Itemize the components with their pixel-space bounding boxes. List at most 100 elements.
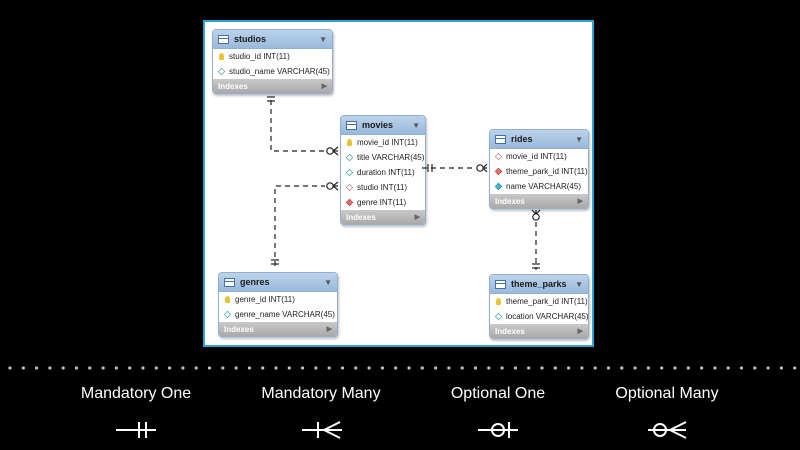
column-row[interactable]: duration INT(11) (341, 165, 425, 180)
separator-dot (407, 366, 411, 370)
table-icon (224, 277, 235, 287)
table-header[interactable]: genres ▼ (219, 273, 337, 292)
separator-dot (327, 366, 331, 370)
not-null-filled-diamond-icon (494, 182, 503, 191)
separator-dot (88, 366, 92, 370)
table-header[interactable]: studios ▼ (213, 30, 332, 49)
separator-dot (354, 366, 358, 370)
legend-mandatory-many-label: Mandatory Many (261, 385, 381, 402)
column-row[interactable]: location VARCHAR(45) (490, 309, 588, 324)
separator-dot (261, 366, 265, 370)
column-diamond-icon (345, 153, 354, 162)
column-row[interactable]: genre INT(11) (341, 195, 425, 210)
legend-optional-many-label: Optional Many (615, 385, 719, 402)
optional-many-symbol-icon (648, 421, 687, 439)
expand-arrow-icon[interactable]: ▶ (414, 214, 420, 221)
collapse-arrow-icon[interactable]: ▼ (575, 134, 583, 144)
column-text: genre INT(11) (357, 198, 407, 207)
column-row[interactable]: movie_id INT(11) (341, 135, 425, 150)
separator-dot (247, 366, 251, 370)
separator-dot (753, 366, 757, 370)
expand-arrow-icon[interactable]: ▶ (321, 83, 327, 90)
expand-arrow-icon[interactable]: ▶ (577, 198, 583, 205)
dotted-separator (8, 366, 797, 370)
separator-dot (194, 366, 198, 370)
separator-dot (274, 366, 278, 370)
column-row[interactable]: name VARCHAR(45) (490, 179, 588, 194)
column-row[interactable]: studio INT(11) (341, 180, 425, 195)
collapse-arrow-icon[interactable]: ▼ (319, 34, 327, 44)
primary-key-icon (225, 296, 230, 303)
separator-dot (726, 366, 730, 370)
indexes-bar[interactable]: Indexes▶ (490, 324, 588, 338)
column-text: title VARCHAR(45) (357, 153, 425, 162)
table-name: rides (511, 134, 533, 144)
separator-dot (141, 366, 145, 370)
indexes-bar[interactable]: Indexes▶ (219, 322, 337, 336)
expand-arrow-icon[interactable]: ▶ (326, 326, 332, 333)
table-name: movies (362, 120, 394, 130)
separator-dot (367, 366, 371, 370)
collapse-arrow-icon[interactable]: ▼ (324, 277, 332, 287)
indexes-label: Indexes (495, 196, 525, 206)
table-theme-parks[interactable]: theme_parks ▼ theme_park_id INT(11) loca… (489, 274, 589, 339)
separator-dot (447, 366, 451, 370)
foreign-key-diamond-icon (345, 183, 354, 192)
column-row[interactable]: studio_id INT(11) (213, 49, 332, 64)
table-movies[interactable]: movies ▼ movie_id INT(11) title VARCHAR(… (340, 115, 426, 225)
separator-dot (207, 366, 212, 370)
separator-dot (633, 366, 637, 370)
separator-dot (380, 366, 384, 370)
collapse-arrow-icon[interactable]: ▼ (575, 279, 583, 289)
table-icon (495, 134, 506, 144)
column-text: movie_id INT(11) (357, 138, 418, 147)
separator-dot (287, 366, 291, 370)
column-text: studio INT(11) (357, 183, 408, 192)
separator-dot (793, 366, 797, 370)
column-diamond-icon (494, 312, 503, 321)
table-header[interactable]: theme_parks ▼ (490, 275, 588, 294)
separator-dot (766, 366, 770, 370)
separator-dot (8, 366, 12, 370)
table-studios[interactable]: studios ▼ studio_id INT(11) studio_name … (212, 29, 333, 94)
separator-dot (74, 366, 79, 370)
table-icon (346, 120, 357, 130)
indexes-bar[interactable]: Indexes ▶ (213, 79, 332, 93)
indexes-bar[interactable]: Indexes▶ (341, 210, 425, 224)
separator-dot (101, 366, 105, 370)
table-header[interactable]: rides ▼ (490, 130, 588, 149)
indexes-label: Indexes (218, 81, 248, 91)
separator-dot (527, 366, 531, 370)
table-genres[interactable]: genres ▼ genre_id INT(11) genre_name VAR… (218, 272, 338, 337)
separator-dot (114, 366, 118, 370)
collapse-arrow-icon[interactable]: ▼ (412, 120, 420, 130)
table-rides[interactable]: rides ▼ movie_id INT(11) theme_park_id I… (489, 129, 589, 209)
separator-dot (580, 366, 584, 370)
optional-one-symbol-icon (478, 422, 518, 438)
column-row[interactable]: theme_park_id INT(11) (490, 164, 588, 179)
table-header[interactable]: movies ▼ (341, 116, 425, 135)
table-icon (218, 34, 229, 44)
column-text: location VARCHAR(45) (506, 312, 589, 321)
legend-mandatory-one-label: Mandatory One (80, 385, 192, 402)
foreign-key-diamond-icon (494, 152, 503, 161)
column-row[interactable]: title VARCHAR(45) (341, 150, 425, 165)
column-row[interactable]: genre_id INT(11) (219, 292, 337, 307)
table-icon (495, 279, 506, 289)
column-text: studio_id INT(11) (229, 52, 290, 61)
column-row[interactable]: theme_park_id INT(11) (490, 294, 588, 309)
column-row[interactable]: movie_id INT(11) (490, 149, 588, 164)
separator-dot (567, 366, 571, 370)
column-row[interactable]: genre_name VARCHAR(45) (219, 307, 337, 322)
table-name: studios (234, 34, 267, 44)
legend-symbols (116, 421, 687, 439)
column-diamond-icon (345, 168, 354, 177)
separator-dot (553, 366, 557, 370)
separator-dot (460, 366, 464, 370)
foreign-key-filled-diamond-icon (345, 198, 354, 207)
column-row[interactable]: studio_name VARCHAR(45) (213, 64, 332, 79)
indexes-bar[interactable]: Indexes ▶ (490, 194, 588, 208)
separator-dot (660, 366, 664, 370)
separator-dot (620, 366, 624, 370)
expand-arrow-icon[interactable]: ▶ (577, 328, 583, 335)
